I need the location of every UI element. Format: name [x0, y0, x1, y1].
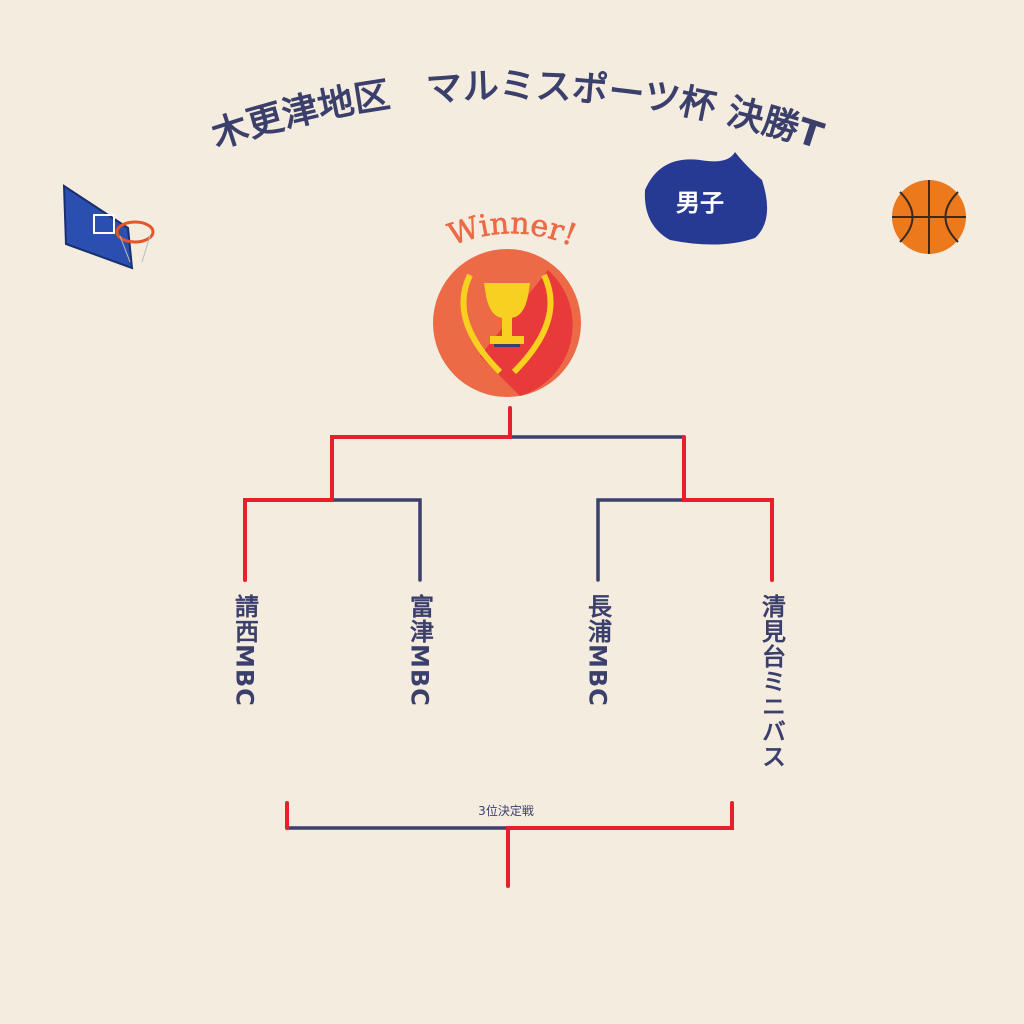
bracket-line-right-winner	[682, 435, 774, 582]
speech-bubble-icon	[644, 152, 768, 245]
trophy-medal-icon	[433, 249, 581, 397]
team-name: 清見台ミニバス	[757, 594, 786, 769]
team-name: 長浦MBC	[583, 594, 612, 707]
basketball-icon	[892, 180, 966, 254]
third-place-line-winner	[506, 801, 734, 888]
bracket-line-semi2-loser	[596, 498, 686, 582]
team-name: 富津MBC	[405, 594, 434, 707]
winner-label: Winner!	[444, 206, 581, 253]
bracket-line-left-winner	[243, 406, 512, 582]
basketball-hoop-icon	[62, 184, 155, 270]
page-title: 木更津地区 マルミスポーツ杯 決勝T	[207, 66, 828, 158]
third-place-label: 3位決定戦	[478, 804, 534, 818]
team-name: 請西MBC	[230, 594, 259, 707]
bracket-line-semi1-loser	[330, 498, 422, 582]
category-badge: 男子	[676, 189, 724, 217]
